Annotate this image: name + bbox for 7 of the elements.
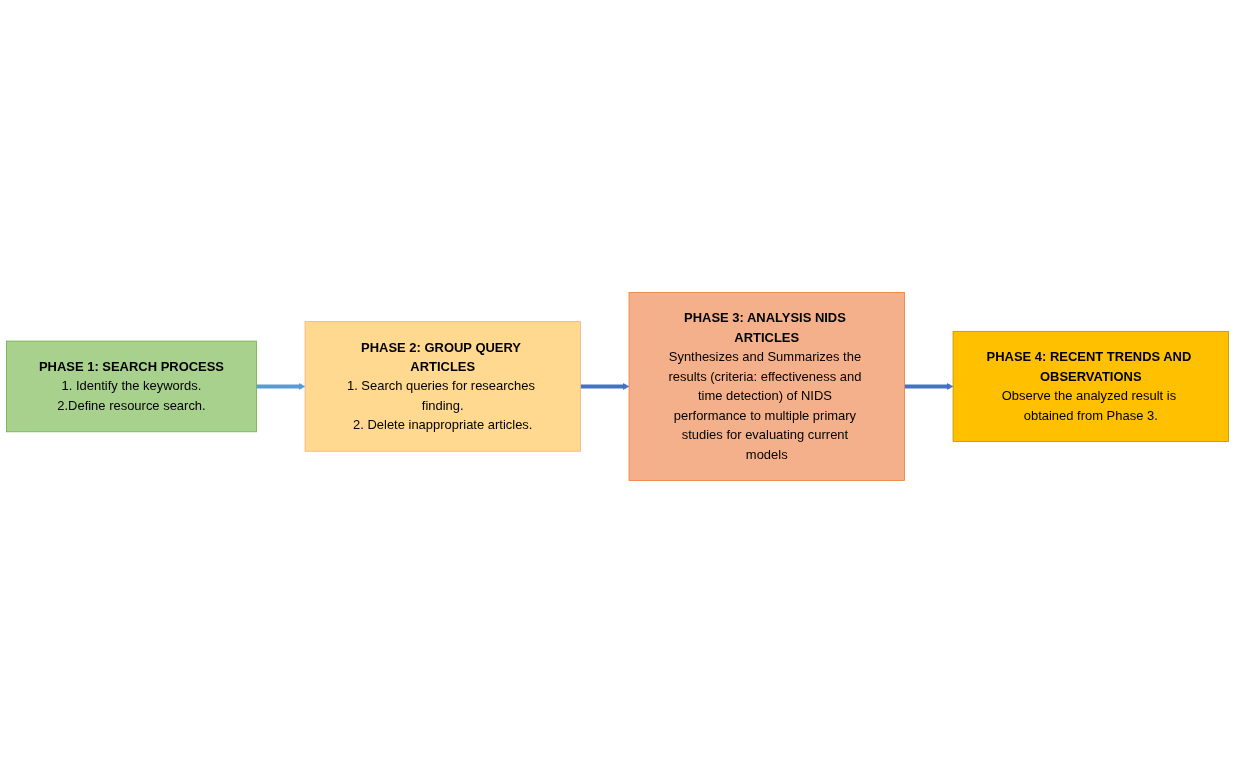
arrow xyxy=(256,382,306,391)
node-box: PHASE 1: SEARCH PROCESS 1. Identify the keywords. 2.Define resource search. xyxy=(6,340,257,433)
arrow xyxy=(904,382,954,391)
node-box: PHASE 2: GROUP QUERY ARTICLES 1. Search queries for researches finding. 2. Delete inappropriate articles. xyxy=(304,321,581,452)
node-box: PHASE 3: ANALYSIS NIDS ARTICLES Synthesizes and Summarizes the results (criteria: effectiveness and time detection) of NIDS performance to multiple primary studies for evaluating current models xyxy=(628,292,905,481)
node-box: PHASE 4: RECENT TRENDS AND OBSERVATIONS Observe the analyzed result is obtained from Phase 3. xyxy=(952,331,1229,442)
arrow xyxy=(580,382,630,391)
